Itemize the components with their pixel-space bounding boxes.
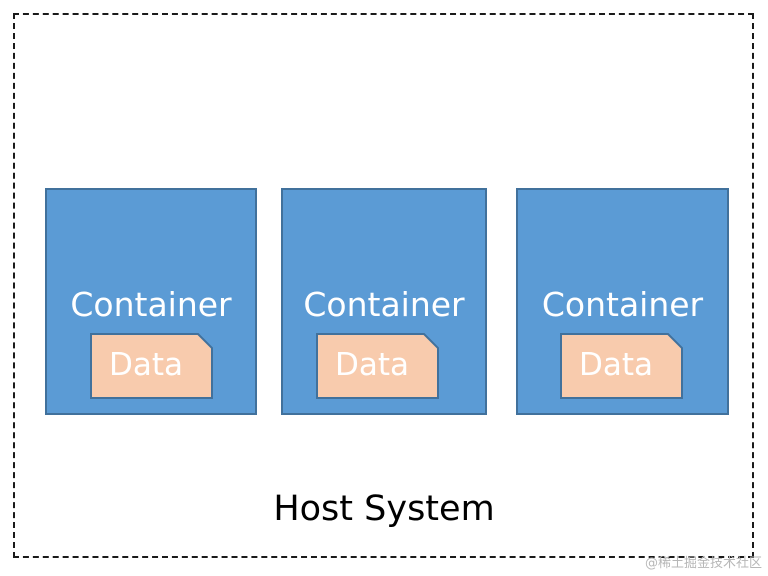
host-system-boundary xyxy=(13,13,754,558)
data-document-shape xyxy=(316,333,439,399)
host-system-label: Host System xyxy=(273,489,495,529)
container-label: Container xyxy=(70,285,232,324)
data-card-3: Data xyxy=(560,333,683,399)
watermark-text: @稀土掘金技术社区 xyxy=(644,556,762,571)
data-document-shape xyxy=(560,333,683,399)
data-label: Data xyxy=(334,347,410,383)
container-label: Container xyxy=(303,285,465,324)
container-label: Container xyxy=(541,285,704,324)
data-card-1: Data xyxy=(90,333,213,399)
data-card-2: Data xyxy=(316,333,439,399)
data-document-shape xyxy=(90,333,213,399)
container-box-3: Container Data xyxy=(516,188,729,415)
container-box-1: Container Data xyxy=(45,188,257,415)
data-label: Data xyxy=(108,347,184,383)
data-label: Data xyxy=(578,347,654,383)
container-box-2: Container Data xyxy=(281,188,487,415)
